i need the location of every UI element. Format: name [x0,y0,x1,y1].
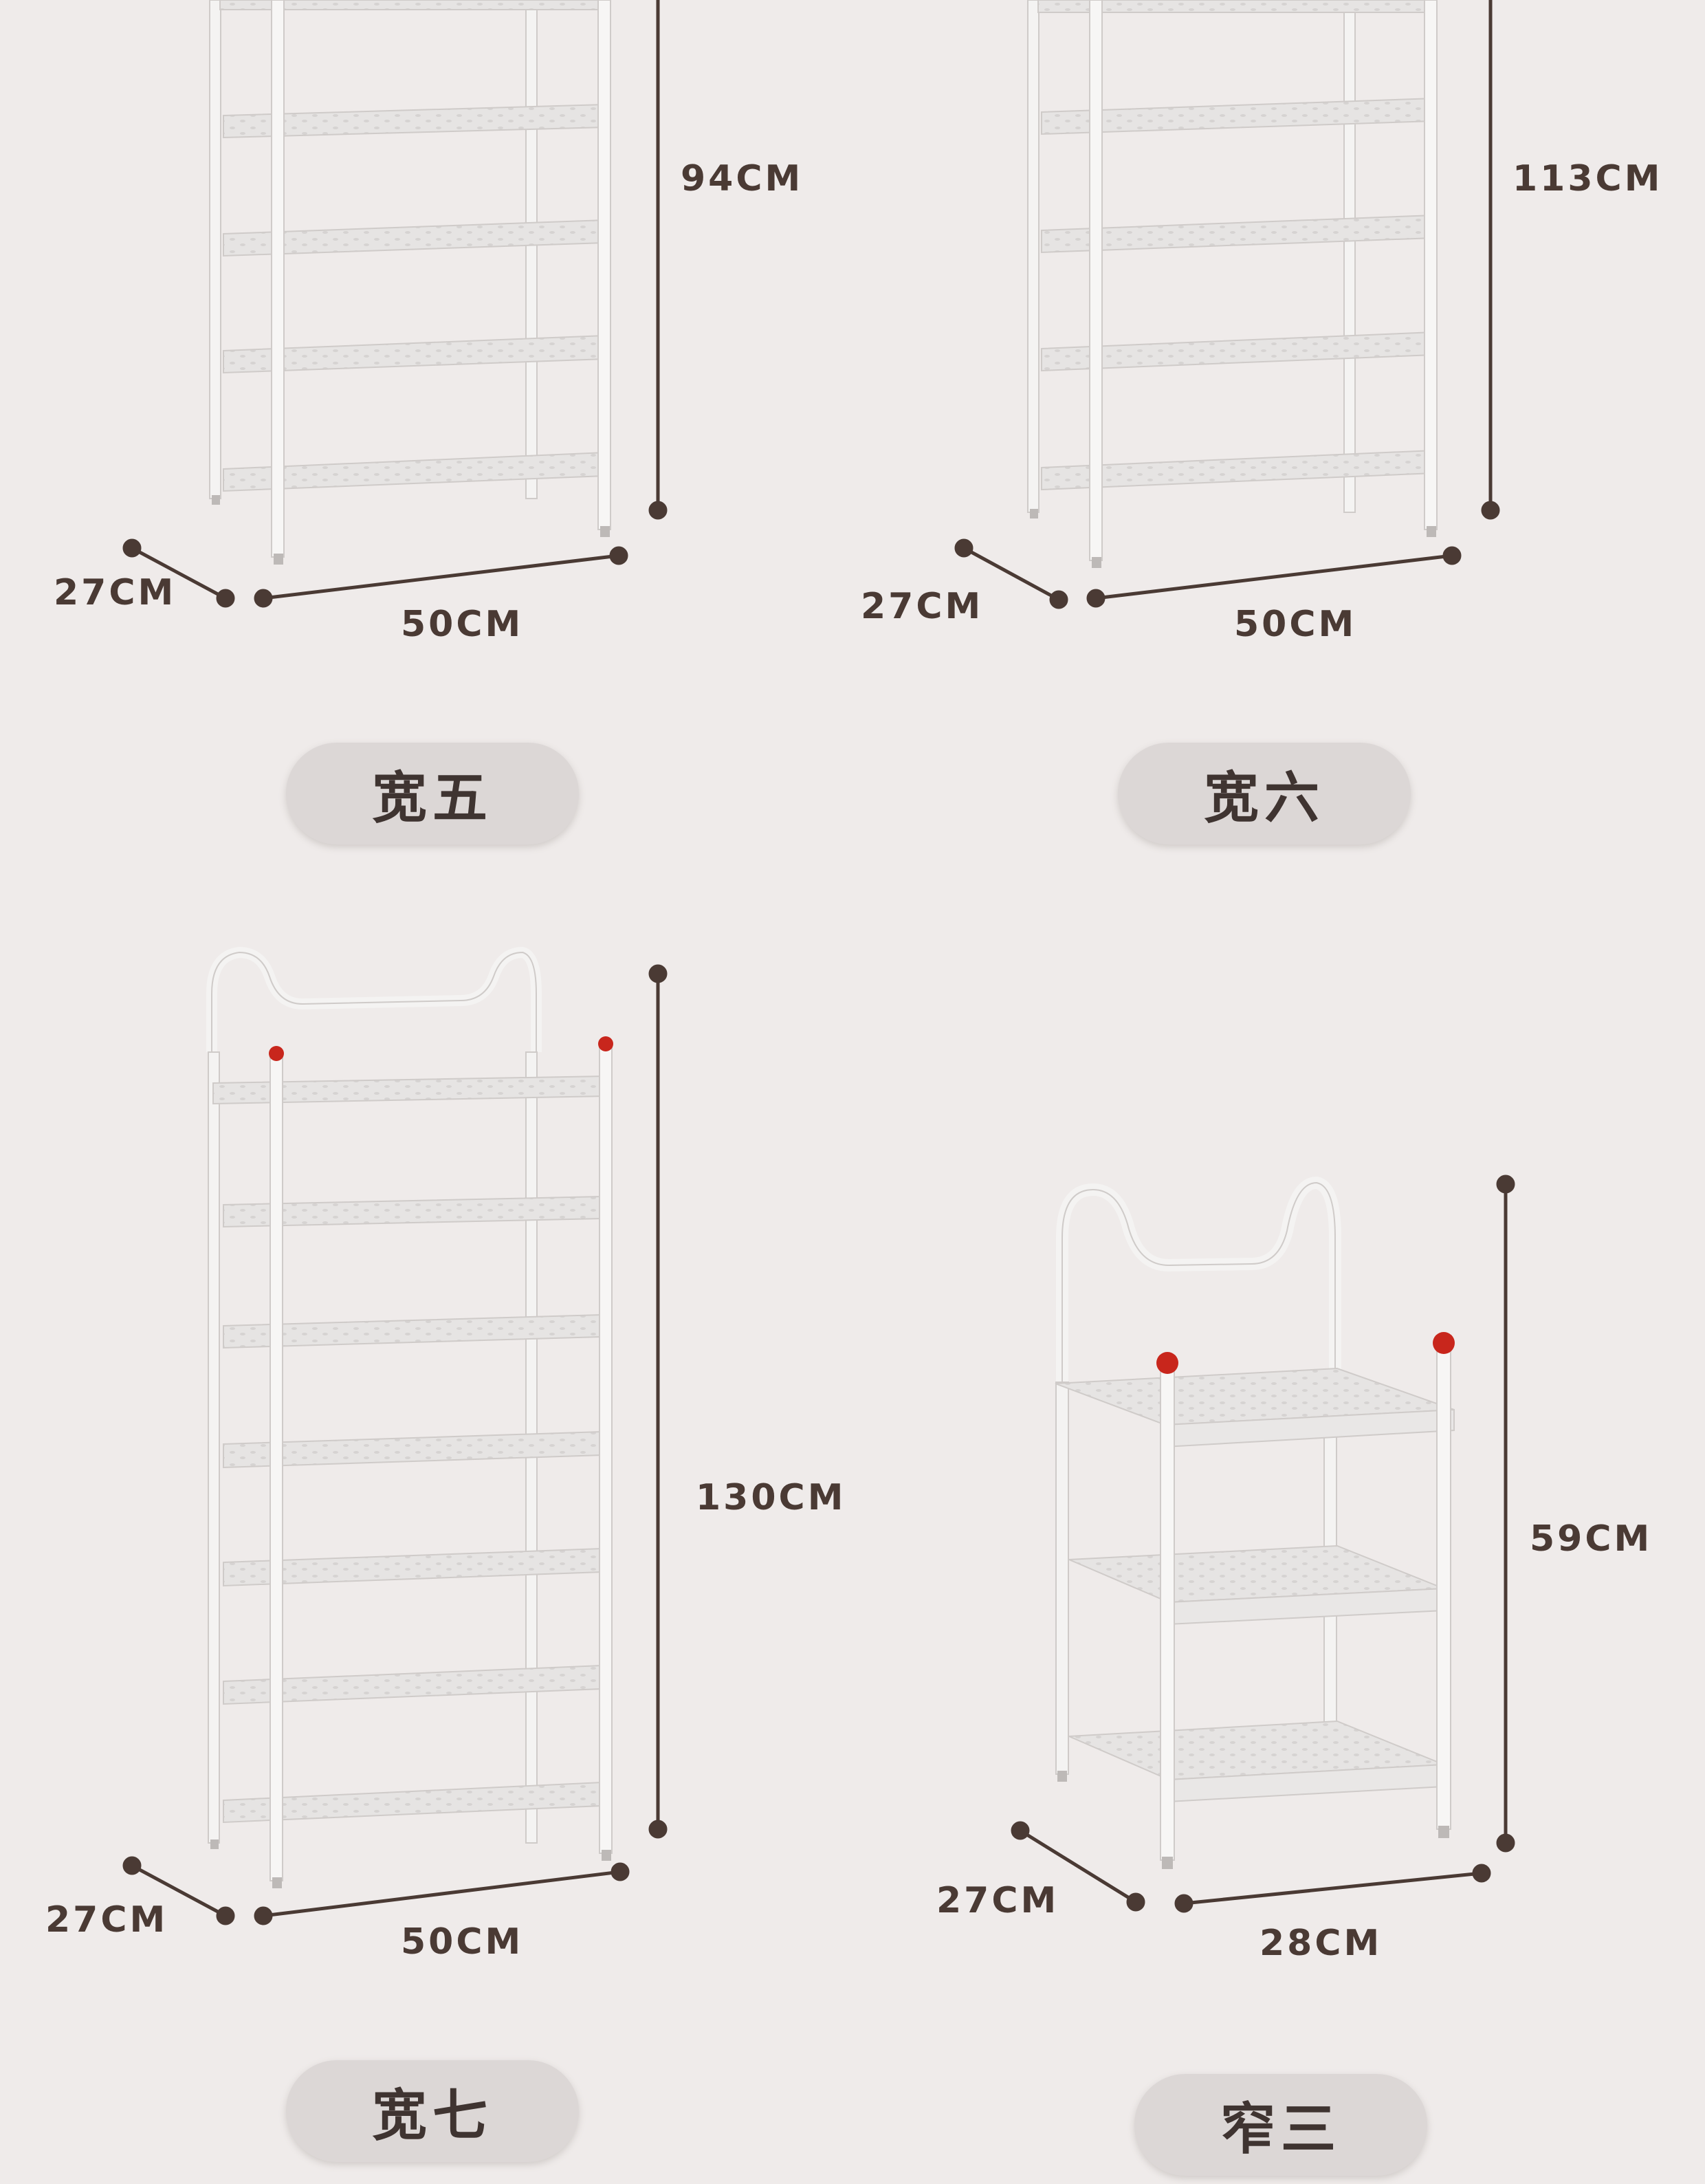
dimension-lines-3 [122,964,668,1925]
height-label-3: 130CM [696,1477,846,1518]
variant-name: 宽五 [372,766,493,830]
width-label-1: 50CM [401,604,524,645]
height-label-4: 59CM [1530,1518,1653,1560]
width-label-2: 50CM [1234,604,1357,645]
depth-label-2: 27CM [861,586,984,627]
shoe-rack-five-tier [209,0,611,565]
dimension-lines-4 [1011,1175,1515,1913]
variant-badge-wide-seven: 宽七 [286,2060,579,2162]
depth-label-3: 27CM [45,1899,168,1941]
variant-name: 窄三 [1220,2097,1341,2161]
variant-name: 宽七 [372,2084,493,2148]
depth-label-1: 27CM [54,572,177,613]
variant-name: 宽六 [1204,766,1325,830]
shoe-rack-narrow-three-tier [1055,1176,1455,1869]
shoe-rack-seven-tier [206,946,613,1888]
width-label-4: 28CM [1260,1923,1383,1964]
shoe-rack-six-tier [1027,0,1438,568]
height-label-1: 94CM [681,158,804,199]
variant-badge-wide-six: 宽六 [1118,743,1411,844]
variant-badge-wide-five: 宽五 [286,743,579,844]
dimension-lines-2 [954,0,1500,609]
dimension-lines-1 [122,0,668,608]
width-label-3: 50CM [401,1921,524,1963]
depth-label-4: 27CM [936,1880,1059,1921]
variant-badge-narrow-three: 窄三 [1134,2074,1427,2176]
height-label-2: 113CM [1512,158,1663,199]
